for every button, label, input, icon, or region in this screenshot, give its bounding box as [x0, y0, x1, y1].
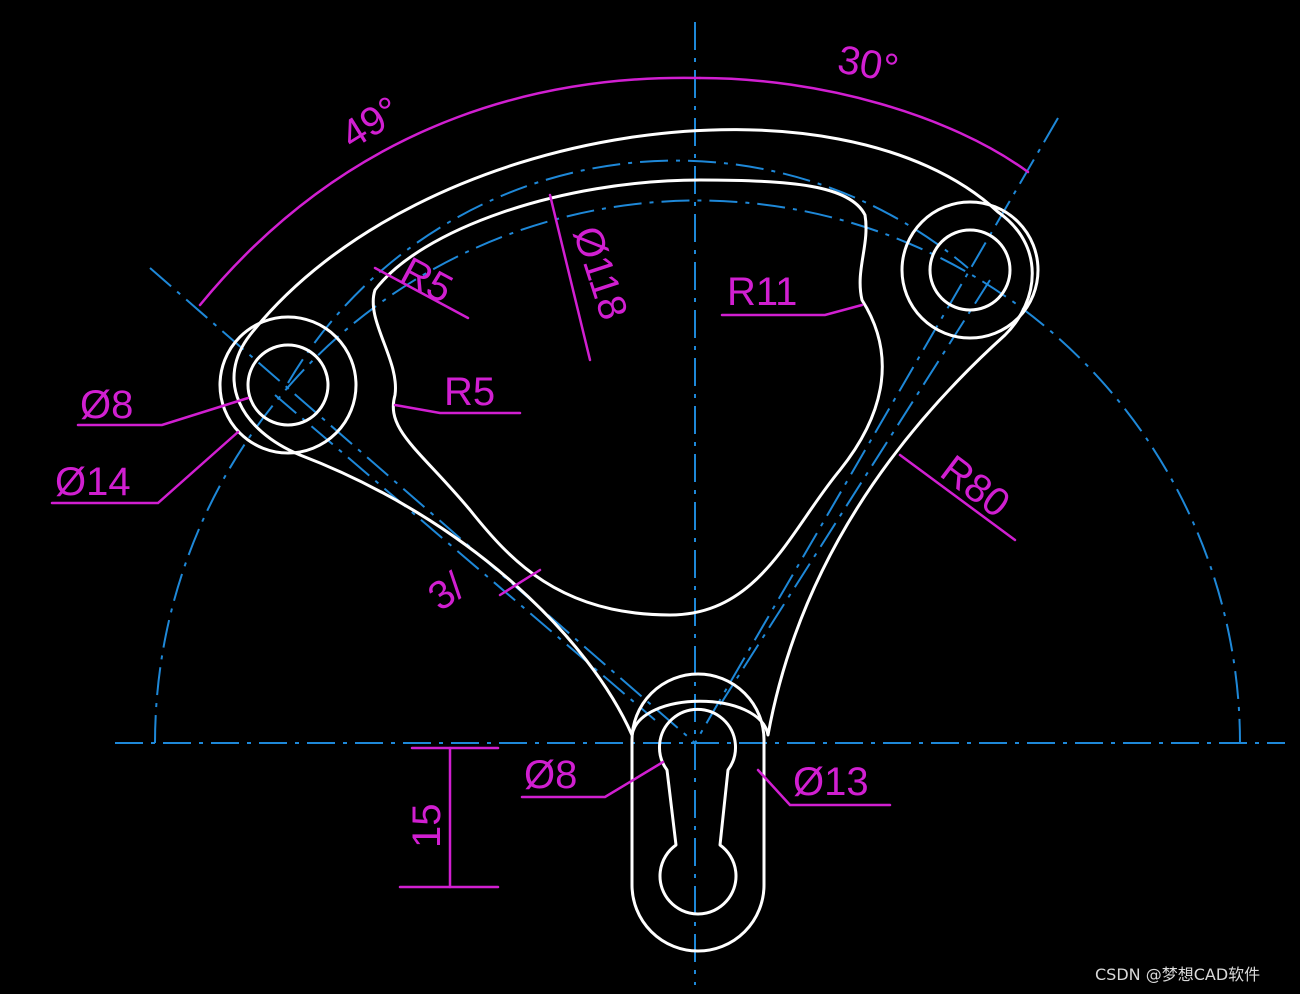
r5-left-label: R5	[444, 370, 495, 414]
leader-arm-fragment	[498, 568, 542, 597]
leader-r5-top	[373, 266, 470, 320]
leader-r5-left	[393, 403, 522, 415]
angle-arc-30	[698, 76, 1030, 174]
right-hole	[928, 228, 1012, 312]
left-hole	[246, 343, 330, 427]
center-lines	[115, 22, 1285, 985]
dia14-left-label: Ø14	[55, 460, 131, 504]
slot-inner	[658, 707, 738, 916]
left-arm-center-line	[274, 394, 656, 721]
left-radial-line	[149, 267, 696, 744]
leader-dia13-slot	[756, 768, 892, 807]
outer-outline	[232, 128, 1034, 737]
leader-dia8-left	[76, 396, 250, 427]
dia8-left-label: Ø8	[80, 383, 133, 427]
left-boss-outer	[218, 315, 358, 455]
slot-outer	[630, 672, 766, 953]
dim-15-label: 15	[405, 804, 449, 849]
watermark: CSDN @梦想CAD软件	[1095, 965, 1260, 984]
angle-49-label: 49°	[333, 88, 408, 157]
right-arm-center-line	[719, 279, 991, 706]
angle-arc-49	[198, 76, 702, 307]
right-radial-line	[694, 117, 1059, 744]
inner-opening	[371, 178, 884, 617]
bolt-circle-arc	[287, 159, 969, 384]
r5-top-label: R5	[394, 249, 460, 312]
dia118-label: Ø118	[564, 221, 635, 325]
dia13-slot-label: Ø13	[793, 760, 869, 804]
angle-30-label: 30°	[834, 38, 901, 92]
right-boss-outer	[900, 200, 1040, 340]
leader-r11	[720, 303, 864, 317]
leader-dia14-left	[50, 430, 240, 505]
r80-label: R80	[933, 447, 1018, 526]
large-center-arc	[154, 199, 1241, 744]
leader-r80	[898, 453, 1017, 542]
part-geometry	[218, 128, 1040, 953]
arm-fragment-label: 3/	[420, 564, 473, 620]
dimension-lines	[50, 76, 1030, 889]
leader-dia8-slot	[520, 760, 665, 799]
r11-label: R11	[727, 270, 797, 314]
leader-dia118	[548, 193, 592, 362]
dia8-slot-label: Ø8	[524, 753, 577, 797]
